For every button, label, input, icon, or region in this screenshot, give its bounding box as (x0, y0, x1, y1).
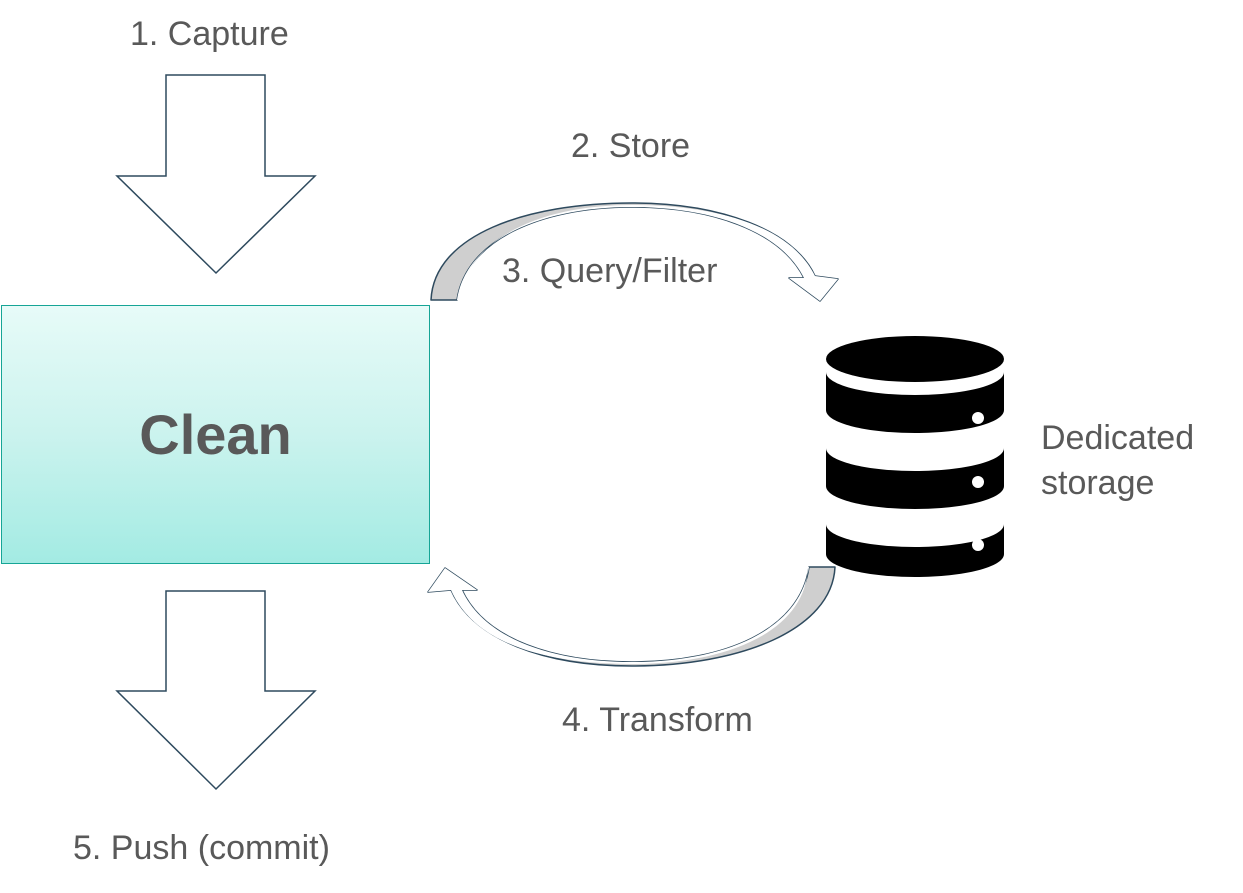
clean-box-title: Clean (139, 403, 292, 466)
push-arrow (115, 590, 317, 791)
transform-label: 4. Transform (562, 701, 753, 739)
store-label: 2. Store (571, 127, 691, 165)
database-icon (826, 336, 1004, 577)
capture-label: 1. Capture (130, 15, 289, 53)
dedicated-storage-label: Dedicated storage (1041, 419, 1195, 502)
capture-arrow (115, 74, 317, 275)
transform-curved-arrow-face (428, 567, 809, 664)
query-filter-label: 3. Query/Filter (502, 252, 718, 290)
push-label: 5. Push (commit) (73, 829, 330, 867)
clean-box: Clean (1, 305, 430, 564)
transform-curved-arrow (427, 566, 836, 667)
